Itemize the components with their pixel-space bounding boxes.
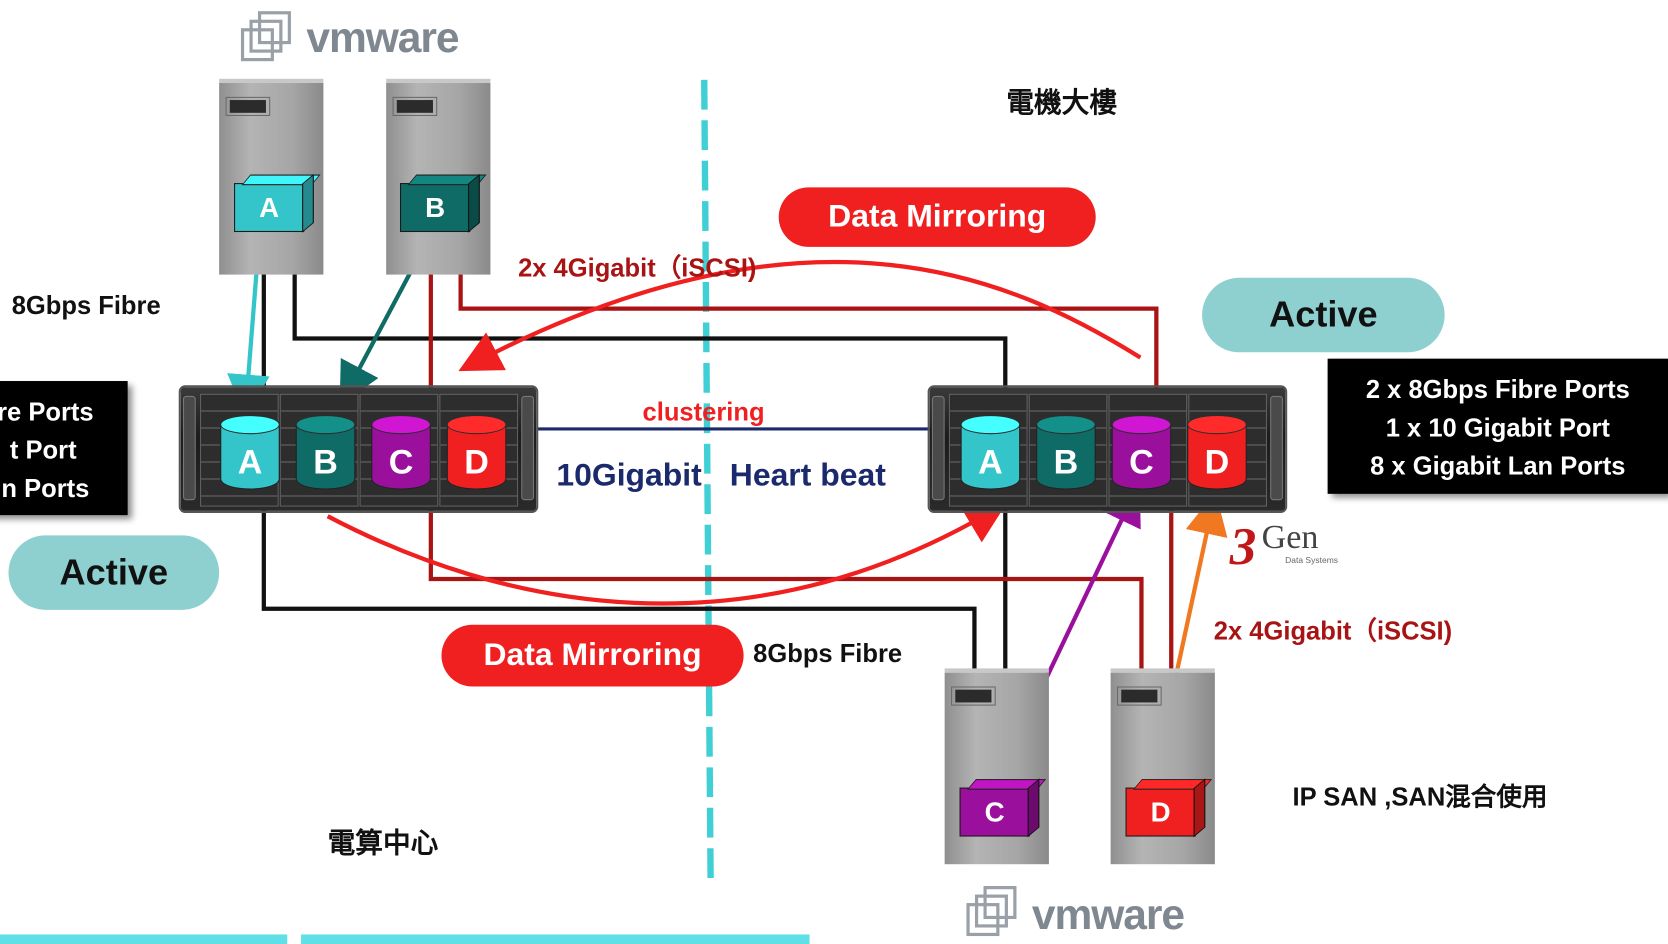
iscsi-label-right: 2x 4Gigabit（iSCSI) [1213, 617, 1453, 647]
3gen-logo: 3 Gen Data Systems [1225, 515, 1363, 576]
data-mirroring-badge-bottom: Data Mirroring [441, 624, 744, 687]
fibre-label-bottom: 8Gbps Fibre [753, 639, 903, 669]
building-label: 電機大樓 [1006, 87, 1118, 120]
fibre-line-top [292, 266, 1008, 389]
site-divider-line [701, 79, 714, 882]
clustering-label: clustering [642, 398, 765, 427]
vmware-logo-top: vmware [238, 11, 483, 71]
bottom-bar-right [301, 934, 810, 944]
ports-line: re Ports [0, 398, 94, 427]
vm-a-cube: A [234, 183, 305, 233]
mirroring-arc-top [458, 259, 1142, 372]
3gen-logo-text: Gen [1261, 517, 1319, 556]
fibre-label-left: 8Gbps Fibre [11, 291, 161, 321]
data-mirroring-badge-top: Data Mirroring [778, 187, 1096, 247]
ports-line: 8 x Gigabit Lan Ports [1370, 452, 1626, 482]
vm-d-cube: D [1125, 787, 1196, 837]
active-badge-left: Active [8, 535, 220, 610]
ip-san-label: IP SAN ,SAN混合使用 [1292, 783, 1548, 813]
vm-c-cube: C [959, 787, 1030, 837]
volume-c-left: C [371, 415, 431, 490]
volume-a-right: A [960, 415, 1021, 490]
bottom-bar-left [0, 934, 288, 944]
iscsi-line-top [458, 271, 1159, 389]
heartbeat-speed-label: 10Gigabit [556, 457, 702, 493]
volume-b-right: B [1036, 415, 1096, 490]
iscsi-label-top: 2x 4Gigabit（iSCSI) [518, 254, 757, 284]
ports-line: n Ports [1, 474, 90, 504]
volume-b-left: B [295, 415, 356, 490]
vmware-wordmark: vmware [1031, 891, 1185, 939]
3gen-logo-digit: 3 [1229, 516, 1257, 576]
vmware-icon [240, 11, 291, 62]
ports-line: 2 x 8Gbps Fibre Ports [1365, 375, 1630, 405]
volume-c-right: C [1111, 415, 1172, 490]
vmware-icon [966, 886, 1017, 937]
active-badge-right: Active [1202, 277, 1445, 353]
ports-line: t Port [9, 436, 77, 466]
vm-b-cube: B [399, 183, 471, 233]
iscsi-line-bottom [428, 508, 1144, 673]
ports-line: 1 x 10 Gigabit Port [1385, 414, 1610, 443]
ports-box-right: 2 x 8Gbps Fibre Ports 1 x 10 Gigabit Por… [1327, 358, 1668, 494]
vmware-logo-bottom: vmware [964, 885, 1209, 944]
3gen-logo-subtext: Data Systems [1285, 555, 1339, 566]
volume-a-left: A [220, 415, 280, 490]
mirroring-arc-bottom [326, 502, 1008, 606]
volume-d-right: D [1187, 415, 1247, 490]
ports-box-left: re Ports t Port n Ports [0, 381, 128, 516]
vmware-wordmark: vmware [306, 14, 459, 62]
heartbeat-label: Heart beat [729, 457, 886, 493]
computer-center-label: 電算中心 [327, 828, 439, 860]
volume-d-left: D [446, 415, 507, 490]
fibre-line-bottom [261, 508, 977, 673]
